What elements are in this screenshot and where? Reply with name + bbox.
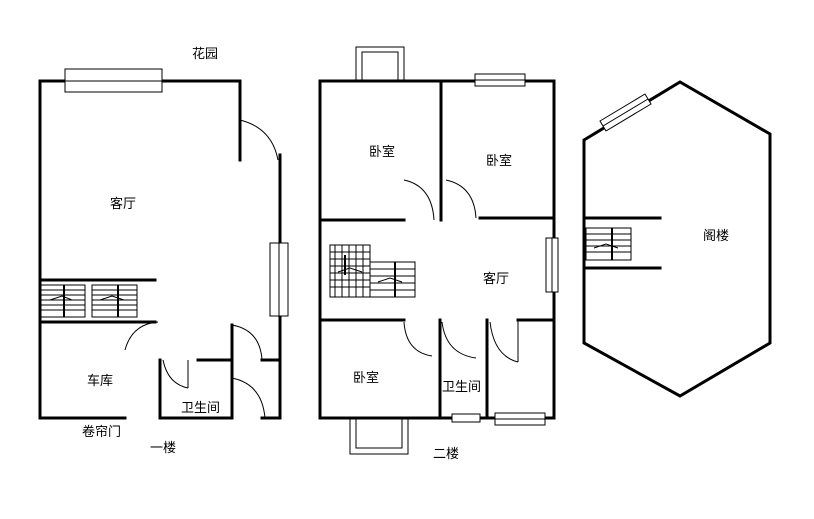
floor2-bedroom-nw-label: 卧室 xyxy=(369,144,395,160)
floor2-bedroom-nw-door xyxy=(403,179,435,221)
floor2-plan: 卧室 卧室 客厅 卧室 卫生间 二楼 xyxy=(318,46,559,462)
floor2-bedroom-sw-door xyxy=(403,321,433,357)
floor2-south-balcony xyxy=(349,417,409,455)
floor1-roller-door-label: 卷帘门 xyxy=(82,424,121,440)
floor2-south-window-small xyxy=(451,413,481,423)
floor2-stairs xyxy=(329,244,416,298)
attic-outer-wall xyxy=(582,80,772,398)
floor2-bathroom-label: 卫生间 xyxy=(442,380,481,395)
attic-plan: 阁楼 xyxy=(582,80,772,398)
floor2-bedroom-sw-label: 卧室 xyxy=(353,370,379,386)
attic-stairs xyxy=(585,227,632,261)
floor2-bedroom-ne-label: 卧室 xyxy=(486,153,512,169)
floor1-garden-label: 花园 xyxy=(192,46,218,62)
floor1-bathroom-label: 卫生间 xyxy=(181,401,220,416)
attic-window xyxy=(599,93,652,132)
floor1-wall-west-north xyxy=(38,79,242,420)
floor2-living-room-label: 客厅 xyxy=(483,271,509,287)
floor2-floor-label: 二楼 xyxy=(433,447,459,462)
floor2-south-balcony-inner xyxy=(355,417,403,449)
floor1-floor-label: 一楼 xyxy=(150,441,176,456)
floor1-plan: 花园 客厅 车库 卫生间 卷帘门 一楼 xyxy=(38,46,289,456)
floor2-se-door xyxy=(489,321,519,363)
floor1-stairs xyxy=(39,284,138,318)
floor1-garage-label: 车库 xyxy=(87,373,113,389)
floor1-east-door xyxy=(239,119,279,161)
floor2-outer-wall xyxy=(318,79,556,420)
floor1-bath-door xyxy=(162,359,189,389)
floor2-north-balcony-inner xyxy=(361,51,399,82)
floor1-right-door-upper xyxy=(231,324,263,361)
floor1-right-door-lower xyxy=(231,377,266,419)
attic-label: 阁楼 xyxy=(703,229,729,244)
floor1-garage-door xyxy=(124,321,159,351)
floor2-bath-door xyxy=(441,321,477,359)
floor2-bedroom-ne-door xyxy=(445,179,477,219)
floor1-living-room-label: 客厅 xyxy=(110,196,136,212)
